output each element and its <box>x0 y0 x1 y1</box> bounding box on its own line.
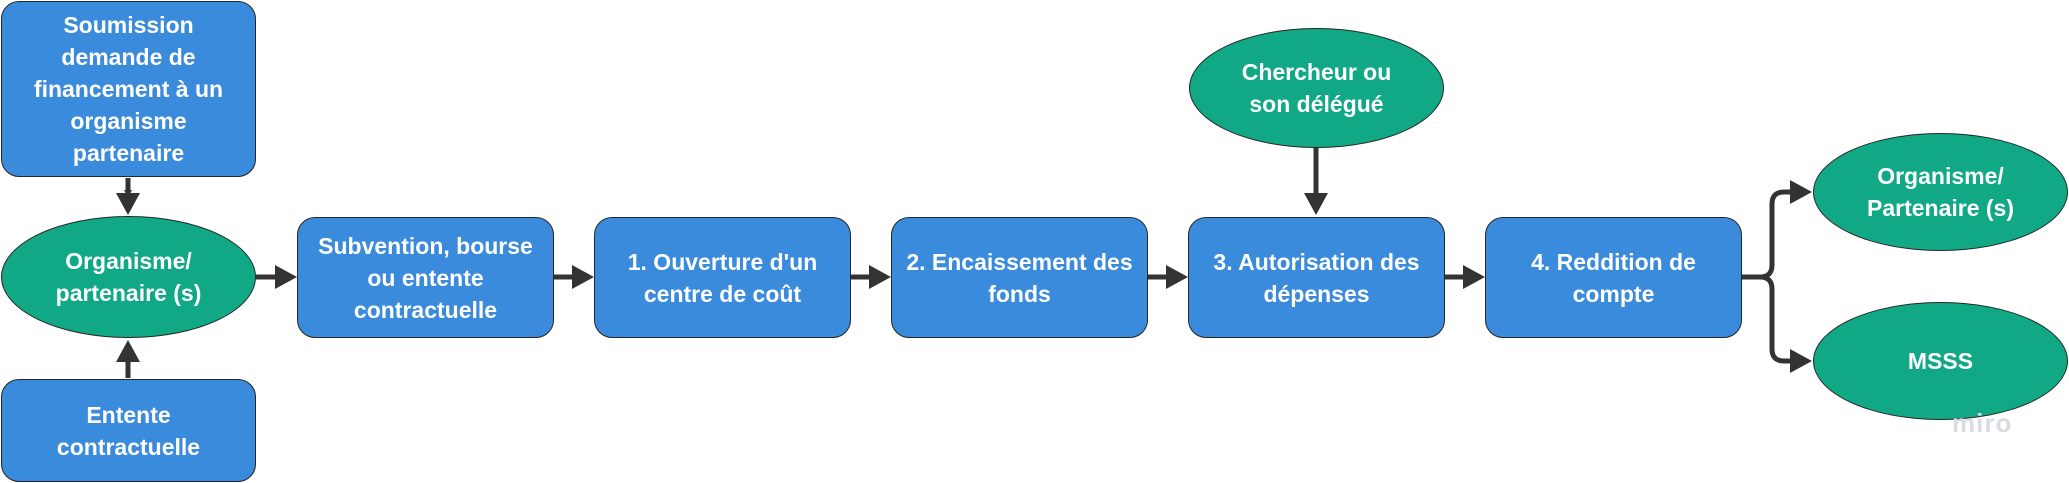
ouverture-centre-cout-box[interactable]: 1. Ouverture d'un centre de coût <box>594 217 851 338</box>
msss-label: MSSS <box>1907 348 1974 374</box>
arrowhead <box>1166 265 1188 289</box>
msss-oval[interactable]: MSSS <box>1813 302 2068 420</box>
chercheur-delegue-oval[interactable]: Chercheur ou son délégué <box>1189 28 1444 148</box>
chercheur-label: Chercheur ou son délégué <box>1241 59 1392 117</box>
entente-contractuelle-box[interactable]: Entente contractuelle <box>1 379 256 482</box>
soumission-label: Soumission demande de financement à un o… <box>33 12 224 166</box>
organisme-right-label: Organisme/ Partenaire (s) <box>1866 163 2014 221</box>
organisme-partenaire-right-oval[interactable]: Organisme/ Partenaire (s) <box>1813 133 2068 251</box>
encaissement-fonds-box[interactable]: 2. Encaissement des fonds <box>891 217 1148 338</box>
organisme-partenaire-left-oval[interactable]: Organisme/ partenaire (s) <box>1 216 256 338</box>
arrowhead <box>1463 265 1485 289</box>
miro-watermark: miro <box>1952 408 2013 438</box>
autorisation-label: 3. Autorisation des dépenses <box>1213 248 1420 307</box>
arrowhead <box>869 265 891 289</box>
encaissement-label: 2. Encaissement des fonds <box>906 248 1133 307</box>
organisme-left-label: Organisme/ partenaire (s) <box>55 248 202 306</box>
arrowhead <box>116 340 140 362</box>
arrowhead <box>1790 349 1812 373</box>
arrow-reddition-to-organisme-right <box>1742 189 1792 280</box>
entente-label: Entente contractuelle <box>56 401 201 460</box>
arrowhead <box>116 193 140 215</box>
arrow-reddition-to-msss <box>1759 274 1792 364</box>
subvention-label: Subvention, bourse ou entente contractue… <box>318 232 533 323</box>
arrowhead <box>275 265 297 289</box>
reddition-label: 4. Reddition de compte <box>1531 248 1696 307</box>
soumission-box[interactable]: Soumission demande de financement à un o… <box>1 1 256 177</box>
arrowhead <box>572 265 594 289</box>
reddition-compte-box[interactable]: 4. Reddition de compte <box>1485 217 1742 338</box>
arrowhead <box>1790 180 1812 204</box>
arrowhead <box>1304 193 1328 215</box>
ouverture-label: 1. Ouverture d'un centre de coût <box>627 248 818 307</box>
autorisation-depenses-box[interactable]: 3. Autorisation des dépenses <box>1188 217 1445 338</box>
subvention-box[interactable]: Subvention, bourse ou entente contractue… <box>297 217 554 338</box>
